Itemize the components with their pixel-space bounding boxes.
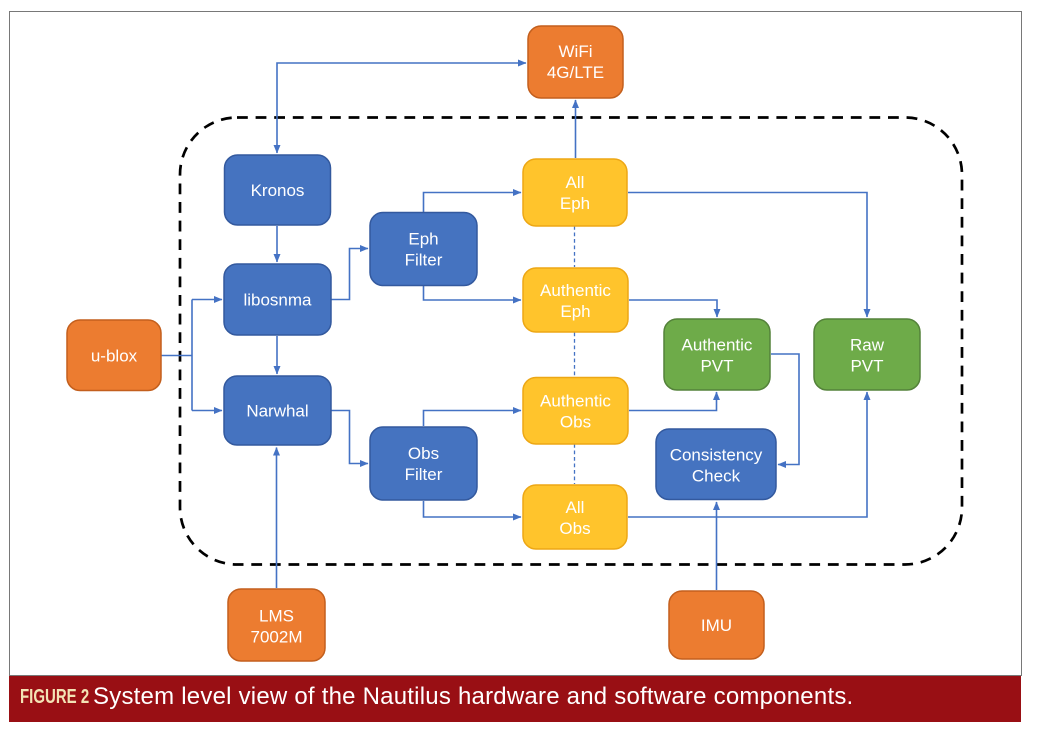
svg-text:Obs: Obs [560, 413, 591, 432]
svg-text:7002M: 7002M [251, 628, 303, 647]
svg-text:u-blox: u-blox [91, 347, 138, 366]
svg-text:Authentic: Authentic [540, 281, 611, 300]
svg-text:4G/LTE: 4G/LTE [547, 63, 604, 82]
svg-text:All: All [566, 498, 585, 517]
svg-text:libosnma: libosnma [243, 291, 312, 310]
svg-text:Raw: Raw [850, 336, 885, 355]
svg-text:Filter: Filter [405, 465, 443, 484]
svg-text:Consistency: Consistency [670, 446, 763, 465]
svg-text:PVT: PVT [700, 357, 733, 376]
svg-text:Check: Check [692, 467, 741, 486]
svg-text:Filter: Filter [405, 251, 443, 270]
svg-text:IMU: IMU [701, 616, 732, 635]
svg-text:LMS: LMS [259, 607, 294, 626]
svg-text:Narwhal: Narwhal [246, 402, 308, 421]
svg-text:All: All [566, 173, 585, 192]
svg-text:Eph: Eph [560, 194, 590, 213]
svg-text:WiFi: WiFi [559, 42, 593, 61]
svg-text:Obs: Obs [408, 444, 439, 463]
svg-text:Authentic: Authentic [682, 336, 753, 355]
svg-text:Kronos: Kronos [251, 181, 305, 200]
svg-text:Authentic: Authentic [540, 392, 611, 411]
svg-text:Eph: Eph [560, 302, 590, 321]
svg-text:Eph: Eph [408, 230, 438, 249]
svg-text:Obs: Obs [559, 519, 590, 538]
svg-text:PVT: PVT [850, 357, 883, 376]
